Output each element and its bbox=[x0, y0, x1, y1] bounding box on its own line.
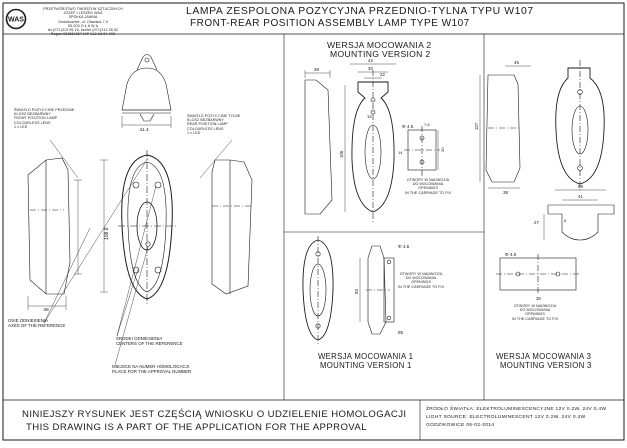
note-line: IN THE CARRIAGE TO FIX bbox=[398, 284, 445, 289]
front-lamp-side-profile: 38 bbox=[27, 157, 82, 313]
dim-m2-d2: 30 bbox=[440, 147, 445, 152]
lamp-front-view: 108.8 bbox=[100, 150, 178, 306]
note-line: OPENINGS bbox=[418, 186, 438, 191]
dim-m2-w1: 42 bbox=[368, 58, 373, 63]
company-line: Godzikowice, ul. Oławska 7,9 bbox=[58, 19, 108, 24]
dim-m3-h: 107 bbox=[474, 122, 479, 130]
mount3-hole-note: OTWORY W NADWOZIU DO MOCOWANIA OPENINGS … bbox=[512, 304, 558, 321]
note-line: DO MOCOWANIA bbox=[412, 182, 444, 187]
label-line: PLACE FOR THE APPROVAL NUMBER bbox=[112, 369, 192, 374]
note-line: LIGHT SOURCE: ELECTROLUMINESCENT 12V 0.2… bbox=[426, 415, 586, 420]
dim-m2-d1: 7.6 bbox=[424, 122, 430, 127]
logo-text: WAS bbox=[8, 17, 24, 24]
dim-m3-b1: 58 bbox=[578, 184, 583, 189]
mount3-caption-pl: WERSJA MOCOWANIA 3 bbox=[496, 352, 592, 361]
dim-m3-b3: 38 bbox=[503, 190, 508, 195]
label-line: 1 x LED bbox=[14, 124, 28, 129]
front-lamp-label: ŚWIATŁO POZYCYJNE PRZEDNIE KLOSZ BEZBARW… bbox=[14, 108, 74, 129]
note-line: OPENINGS bbox=[411, 280, 431, 285]
note-line: OTWORY W NADWOZIU bbox=[406, 178, 450, 182]
note-line: OTWORY W NADWOZIU bbox=[399, 272, 443, 276]
mount1-drawing: Φ 4.5 85 83 bbox=[302, 236, 410, 344]
dim-m2-hole: Φ 4.5 bbox=[402, 124, 414, 129]
label-line: MIEJSCE NA NUMER HOMOLOGACJI bbox=[112, 364, 190, 369]
label-line: CENTERS OF THE REFERENCE bbox=[116, 341, 183, 346]
dim-m2-d3: 14 bbox=[398, 150, 403, 155]
dim-m1-h: 83 bbox=[354, 289, 359, 294]
note-line: DO MOCOWANIA bbox=[405, 276, 437, 281]
note-line: IN THE CARRIAGE TO FIX bbox=[512, 316, 559, 321]
footer-statement-pl: NINIEJSZY RYSUNEK JEST CZĘŚCIĄ WNIOSKU O… bbox=[22, 409, 407, 420]
dim-m2-w3: 22 bbox=[380, 72, 385, 77]
note-line: ŹRÓDŁO ŚWIATŁA: ELEKTROLUMINESCENCYJNE 1… bbox=[426, 407, 607, 412]
company-info: PRZETWÓRSTWO TWORZYW SZTUCZNYCH JÓZEF I … bbox=[35, 7, 131, 36]
label-line: 1 x LED bbox=[187, 130, 201, 135]
dim-m3-b2: 41 bbox=[578, 194, 583, 199]
label-line: KLOSZ BEZBARWNY bbox=[187, 118, 224, 123]
company-logo: WAS bbox=[5, 8, 27, 30]
label-line: REAR POSITION LAMP bbox=[187, 122, 228, 127]
label-line: KLOSZ BEZBARWNY bbox=[14, 112, 51, 117]
rear-lamp-label: ŚWIATŁO POZYCYJNE TYLNE KLOSZ BEZBARWNY … bbox=[187, 114, 240, 135]
label-line: FRONT POSITION LAMP bbox=[14, 116, 58, 121]
company-line: SPÓŁKA JAWNA bbox=[68, 15, 98, 20]
company-line: PRZETWÓRSTWO TWORZYW SZTUCZNYCH bbox=[43, 7, 123, 11]
label-line: COLOURLESS LENS bbox=[14, 120, 51, 125]
centers-label: ŚRODKI ODNIESIENIA CENTERS OF THE REFERE… bbox=[116, 336, 183, 346]
footer-statement-en: THIS DRAWING IS A PART OF THE APPLICATIO… bbox=[26, 422, 367, 433]
company-line: tel.(071)313 95 16, fax/tel.(071)313 35 … bbox=[47, 28, 119, 33]
label-line: COLOURLESS LENS bbox=[187, 126, 224, 131]
label-line: ŚWIATŁO POZYCYJNE TYLNE bbox=[187, 114, 241, 118]
dim-m2-depth: 38 bbox=[314, 67, 319, 72]
mount2-caption-en: MOUNTING VERSION 2 bbox=[330, 49, 431, 59]
mount3-drawing: 45 107 38 58 41 27 8 Φ 4.5 38 bbox=[474, 60, 615, 301]
mount1-hole-note: OTWORY W NADWOZIU DO MOCOWANIA OPENINGS … bbox=[398, 272, 444, 289]
mount2-caption-pl: WERSJA MOCOWANIA 2 bbox=[327, 40, 432, 50]
drawing-title-en: FRONT-REAR POSITION ASSEMBLY LAMP TYPE W… bbox=[190, 18, 470, 29]
dim-m3-b4: 8 bbox=[564, 218, 567, 223]
dim-m1-hole: Φ 4.5 bbox=[398, 244, 410, 249]
dim-m3-d1: 38 bbox=[536, 296, 541, 301]
mount1-caption-pl: WERSJA MOCOWANIA 1 bbox=[318, 352, 414, 361]
dim-m2-w2: 30 bbox=[368, 66, 373, 71]
label-line: ŚRODKI ODNIESIENIA bbox=[116, 336, 163, 341]
mount3-caption-en: MOUNTING VERSION 3 bbox=[500, 361, 592, 370]
label-line: AXES OF THE REFERENCE bbox=[8, 323, 66, 328]
mount2-hole-note: OTWORY W NADWOZIU DO MOCOWANIA OPENINGS … bbox=[405, 178, 451, 195]
note-line: GODZIKOWICE 06-02-2014 bbox=[426, 423, 495, 428]
note-line: IN THE CARRIAGE TO FIX bbox=[405, 190, 452, 195]
axes-label: OSIE ODNIESIENIA AXES OF THE REFERENCE bbox=[8, 318, 65, 328]
drawing-title-pl: LAMPA ZESPOLONA POZYCYJNA PRZEDNIO-TYLNA… bbox=[186, 6, 534, 17]
dim-m3-hole: Φ 4.5 bbox=[505, 252, 517, 257]
dim-m2-h: 106 bbox=[339, 150, 344, 158]
note-line: OPENINGS bbox=[525, 312, 545, 317]
dim-main-depth: 38 bbox=[43, 307, 49, 313]
lamp-top-view: 41.4 bbox=[121, 54, 172, 133]
dim-main-height: 108.8 bbox=[104, 227, 110, 240]
border-frame bbox=[2, 2, 625, 441]
mount2-drawing: 38 42 30 22 14 106 Φ 4.5 7.6 30 14 bbox=[304, 58, 445, 222]
dim-m3-side: 27 bbox=[534, 220, 539, 225]
dim-main-width: 41.4 bbox=[139, 127, 149, 133]
dim-m3-top: 45 bbox=[514, 60, 519, 65]
rear-lamp-side-profile bbox=[211, 159, 253, 295]
company-line: 55-200 O Ł A W A bbox=[67, 23, 99, 28]
light-source-note: ŹRÓDŁO ŚWIATŁA: ELEKTROLUMINESCENCYJNE 1… bbox=[426, 406, 606, 430]
label-line: ŚWIATŁO POZYCYJNE PRZEDNIE bbox=[14, 108, 75, 112]
dim-m1-d: 85 bbox=[398, 330, 404, 335]
company-line: Regon 931561967 NIP 912-16-54-900 bbox=[50, 32, 116, 37]
mount1-caption-en: MOUNTING VERSION 1 bbox=[320, 361, 412, 370]
company-line: JÓZEF I LESZEK WAŚ bbox=[63, 11, 103, 16]
dim-m2-w4: 14 bbox=[367, 114, 372, 119]
note-line: DO MOCOWANIA bbox=[519, 308, 551, 313]
note-line: OTWORY W NADWOZIU bbox=[513, 304, 557, 308]
leader-lines bbox=[43, 139, 233, 366]
label-line: OSIE ODNIESIENIA bbox=[8, 318, 49, 323]
approval-label: MIEJSCE NA NUMER HOMOLOGACJI PLACE FOR T… bbox=[112, 364, 191, 374]
